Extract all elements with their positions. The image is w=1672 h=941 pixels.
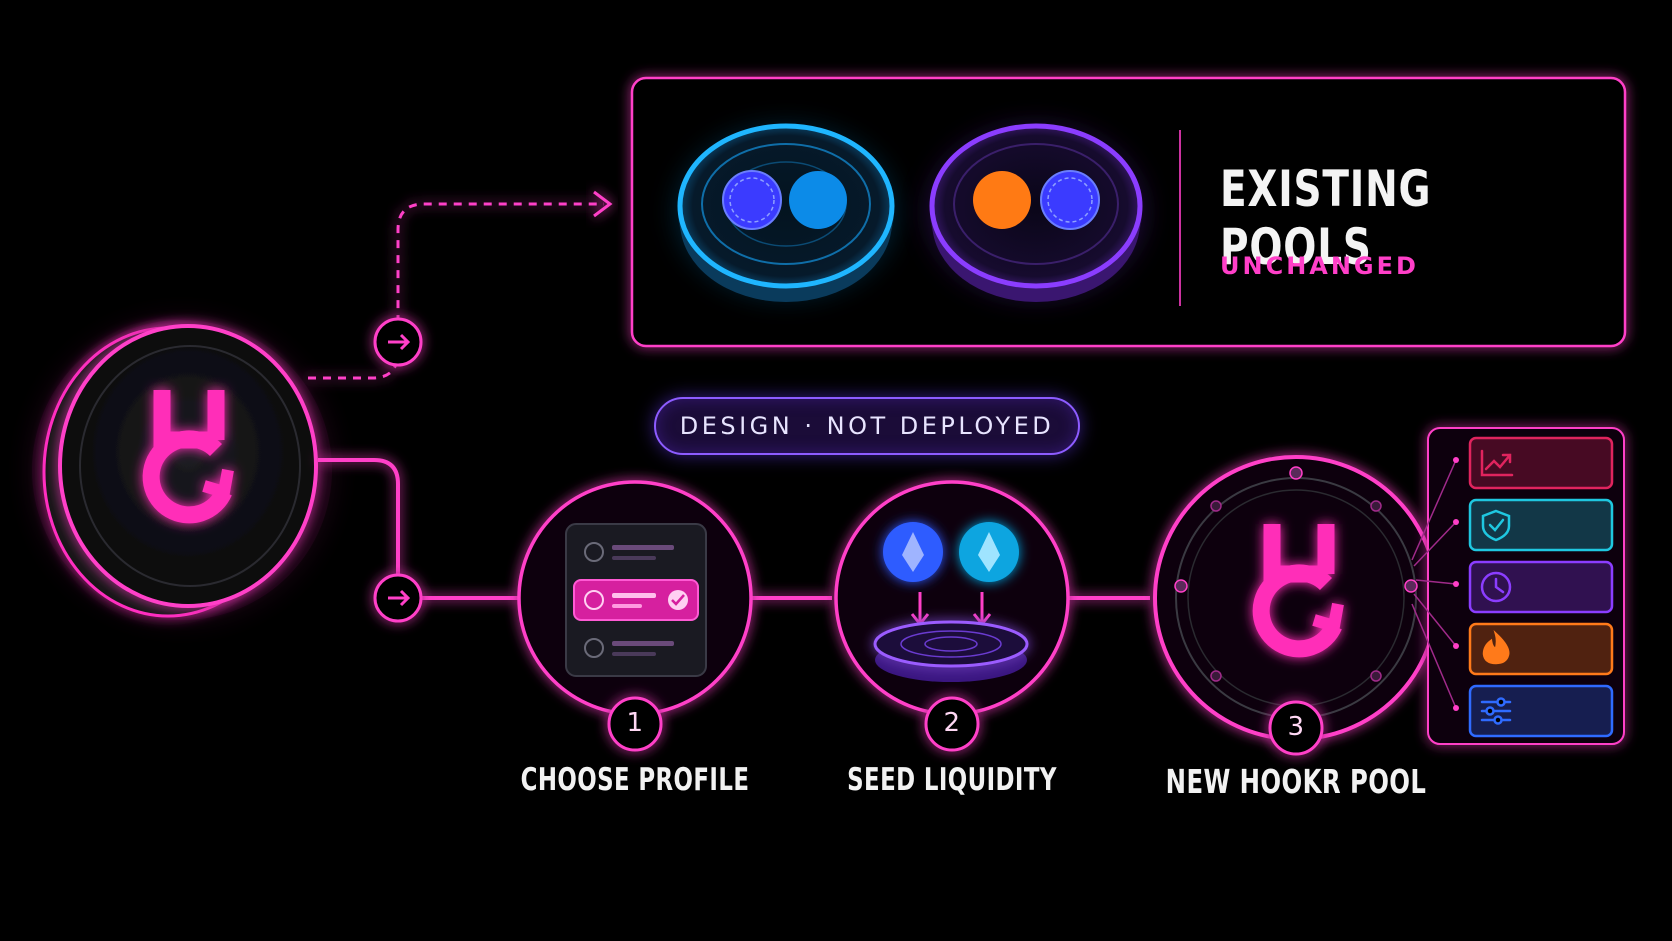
- step-2-node: [834, 480, 1070, 752]
- sliders-icon: [1480, 697, 1512, 725]
- check-icon: [671, 594, 685, 606]
- hook-module-chart-trend: [1468, 436, 1614, 490]
- existing-pools-subtitle: UNCHANGED: [1220, 252, 1419, 280]
- shield-check-icon: [1481, 509, 1511, 542]
- existing-pools-title: EXISTING POOLS: [1220, 160, 1432, 276]
- dashed-arrowhead: [593, 190, 613, 218]
- step-1-node: [517, 480, 753, 752]
- hook-module-sliders: [1468, 684, 1614, 738]
- dashed-connector: [308, 202, 604, 380]
- arrow-right-icon: [388, 333, 411, 351]
- step-label-choose-profile: CHOOSE PROFILE: [520, 762, 750, 798]
- chart-trend-icon: [1480, 449, 1514, 477]
- blue-pool-icon: [677, 123, 895, 302]
- seed-liquidity-icon: [873, 522, 1029, 682]
- arrow-badge-bottom: [373, 573, 423, 623]
- existing-pools-panel: [630, 76, 1627, 348]
- hookr-coin: [32, 320, 332, 620]
- solid-connector: [318, 458, 1150, 600]
- hookr-logo-icon: [1252, 524, 1344, 658]
- profile-list-icon: [565, 523, 707, 677]
- flame-icon: [1482, 630, 1510, 665]
- arrow-badge-top: [373, 317, 423, 367]
- hook-modules-panel: [1411, 427, 1625, 745]
- step-number-1: 1: [626, 708, 644, 738]
- hook-module-flame: [1468, 622, 1614, 676]
- step-label-new-hookr-pool: NEW HOOKR POOL: [1165, 762, 1427, 801]
- arrow-right-icon: [388, 589, 411, 607]
- hook-module-clock: [1468, 560, 1614, 614]
- purple-pool-icon: [929, 123, 1143, 302]
- step-label-seed-liquidity: SEED LIQUIDITY: [847, 762, 1057, 798]
- step-3-node: [1153, 455, 1439, 756]
- hookr-logo-icon: [142, 390, 234, 524]
- status-pill: DESIGN · NOT DEPLOYED: [654, 397, 1080, 455]
- clock-icon: [1480, 571, 1512, 603]
- hook-module-shield-check: [1468, 498, 1614, 552]
- step-number-2: 2: [943, 708, 961, 738]
- step-number-3: 3: [1287, 712, 1305, 742]
